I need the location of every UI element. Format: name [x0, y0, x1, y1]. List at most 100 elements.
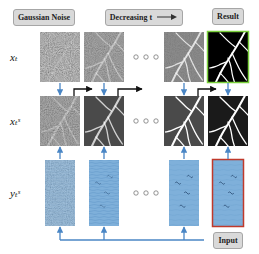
- feature-mark: [219, 182, 225, 184]
- input-arrow: [103, 227, 104, 240]
- ellipsis-dot: [154, 55, 158, 59]
- texture-line: [169, 160, 199, 161]
- vessel-branch: [228, 58, 234, 82]
- result-frame: [213, 160, 244, 227]
- ellipsis-dot: [134, 55, 138, 59]
- texture-line: [169, 180, 199, 181]
- vessel-branch: [232, 53, 246, 80]
- texture-line: [213, 219, 243, 221]
- texture-line: [213, 169, 243, 171]
- image-ground: [89, 160, 119, 226]
- image-grid: [40, 32, 249, 227]
- arrow-head: [171, 14, 177, 20]
- texture-line: [169, 194, 199, 196]
- texture-line: [169, 199, 199, 200]
- feature-mark: [100, 205, 106, 207]
- direction-arrow: [156, 13, 178, 21]
- arrow-shaft: [157, 17, 173, 18]
- texture-line: [213, 210, 243, 211]
- row-label: xₜ: [10, 51, 18, 63]
- texture-line: [169, 210, 199, 211]
- texture-line: [89, 180, 119, 181]
- texture-line: [169, 169, 199, 171]
- result-frame: [208, 32, 249, 83]
- down-arrow: [103, 83, 104, 95]
- feature-mark: [107, 175, 113, 177]
- texture-line: [89, 174, 119, 175]
- texture-line: [169, 174, 199, 175]
- vessel-branch: [216, 32, 245, 82]
- estimate-image: [84, 96, 124, 146]
- vessel-branch: [216, 96, 245, 146]
- vessel-branch: [220, 137, 228, 146]
- vessel-branch: [239, 106, 248, 115]
- vessel-branch: [176, 137, 184, 146]
- vessel-branch: [172, 96, 201, 146]
- label-box: Gaussian Noise: [13, 9, 75, 26]
- vessel-branch: [176, 97, 191, 111]
- image-ground: [164, 32, 204, 82]
- estimate-image: [164, 96, 204, 146]
- texture-line: [169, 224, 199, 225]
- texture-line: [169, 189, 199, 190]
- vessel-branch: [210, 126, 226, 132]
- estimate-image: [208, 96, 248, 146]
- image-ground: [213, 160, 243, 226]
- texture-line: [89, 166, 119, 167]
- gaussian-noise: [84, 32, 124, 82]
- row-label: xₜˢ: [10, 115, 20, 127]
- residual-noise: [40, 96, 80, 146]
- noisy-image: [208, 32, 248, 82]
- flow-arrows: [60, 55, 228, 240]
- ellipsis-dot: [134, 119, 138, 123]
- texture-line: [213, 205, 243, 206]
- noisy-image: [164, 32, 204, 82]
- feature-mark: [228, 192, 234, 194]
- blue-feature-image: [89, 160, 119, 226]
- texture-line: [169, 164, 199, 165]
- texture-line: [89, 213, 119, 215]
- texture-line: [213, 189, 243, 190]
- texture-line: [89, 162, 119, 163]
- noisy-image: [40, 32, 80, 82]
- feature-mark: [95, 182, 101, 184]
- texture-line: [89, 210, 119, 212]
- up-arrow: [103, 147, 104, 159]
- texture-line: [213, 174, 243, 175]
- image-ground: [45, 160, 75, 226]
- ellipsis-dot: [134, 191, 138, 195]
- box-label: Gaussian Noise: [18, 13, 70, 22]
- box-label: Input: [218, 236, 237, 245]
- image-ground: [40, 96, 80, 146]
- texture-line: [213, 224, 243, 225]
- vessel-branch: [210, 62, 226, 68]
- ellipsis-dot: [154, 119, 158, 123]
- input-bus: [60, 239, 204, 240]
- texture-line: [169, 214, 199, 215]
- texture-line: [89, 199, 119, 200]
- ellipsis-dot: [144, 55, 148, 59]
- box-label: Result: [217, 12, 239, 21]
- iteration-arrow: [118, 89, 142, 96]
- ellipsis-dot: [144, 191, 148, 195]
- vessel-branch: [86, 126, 102, 132]
- input-arrow: [59, 227, 60, 240]
- estimate-image: [40, 96, 80, 146]
- vessel-branch: [104, 122, 110, 146]
- gaussian-noise: [40, 32, 80, 82]
- blue-feature-image: [213, 160, 243, 226]
- vessel-branch: [96, 97, 111, 111]
- feature-mark: [180, 205, 186, 207]
- vessel-branch: [96, 137, 104, 146]
- texture-line: [89, 219, 119, 221]
- ellipsis-dot: [144, 119, 148, 123]
- texture-line: [89, 160, 119, 161]
- texture-line: [89, 189, 119, 190]
- texture-line: [169, 219, 199, 221]
- vessel-branch: [220, 73, 228, 82]
- down-arrow: [59, 83, 60, 95]
- down-arrow: [227, 83, 228, 95]
- gaussian-noise: [164, 32, 204, 82]
- image-ground: [169, 160, 199, 226]
